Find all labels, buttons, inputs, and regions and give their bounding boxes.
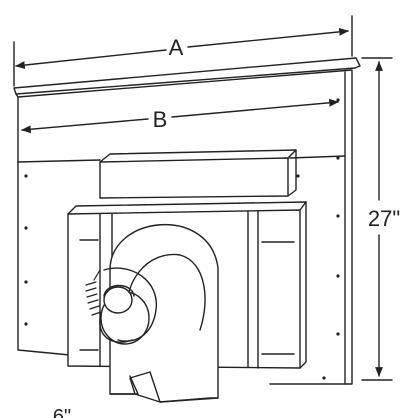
dimension-a	[13, 15, 353, 87]
dimension-b	[21, 98, 339, 134]
label-b: B	[153, 107, 168, 132]
label-a: A	[169, 35, 184, 60]
dimension-height	[361, 57, 393, 381]
label-height: 27"	[368, 206, 400, 231]
fan-bracket	[109, 223, 219, 403]
fan-motor	[85, 267, 157, 345]
label-bottom-partial: 6"	[53, 406, 71, 418]
upper-box	[99, 149, 297, 199]
